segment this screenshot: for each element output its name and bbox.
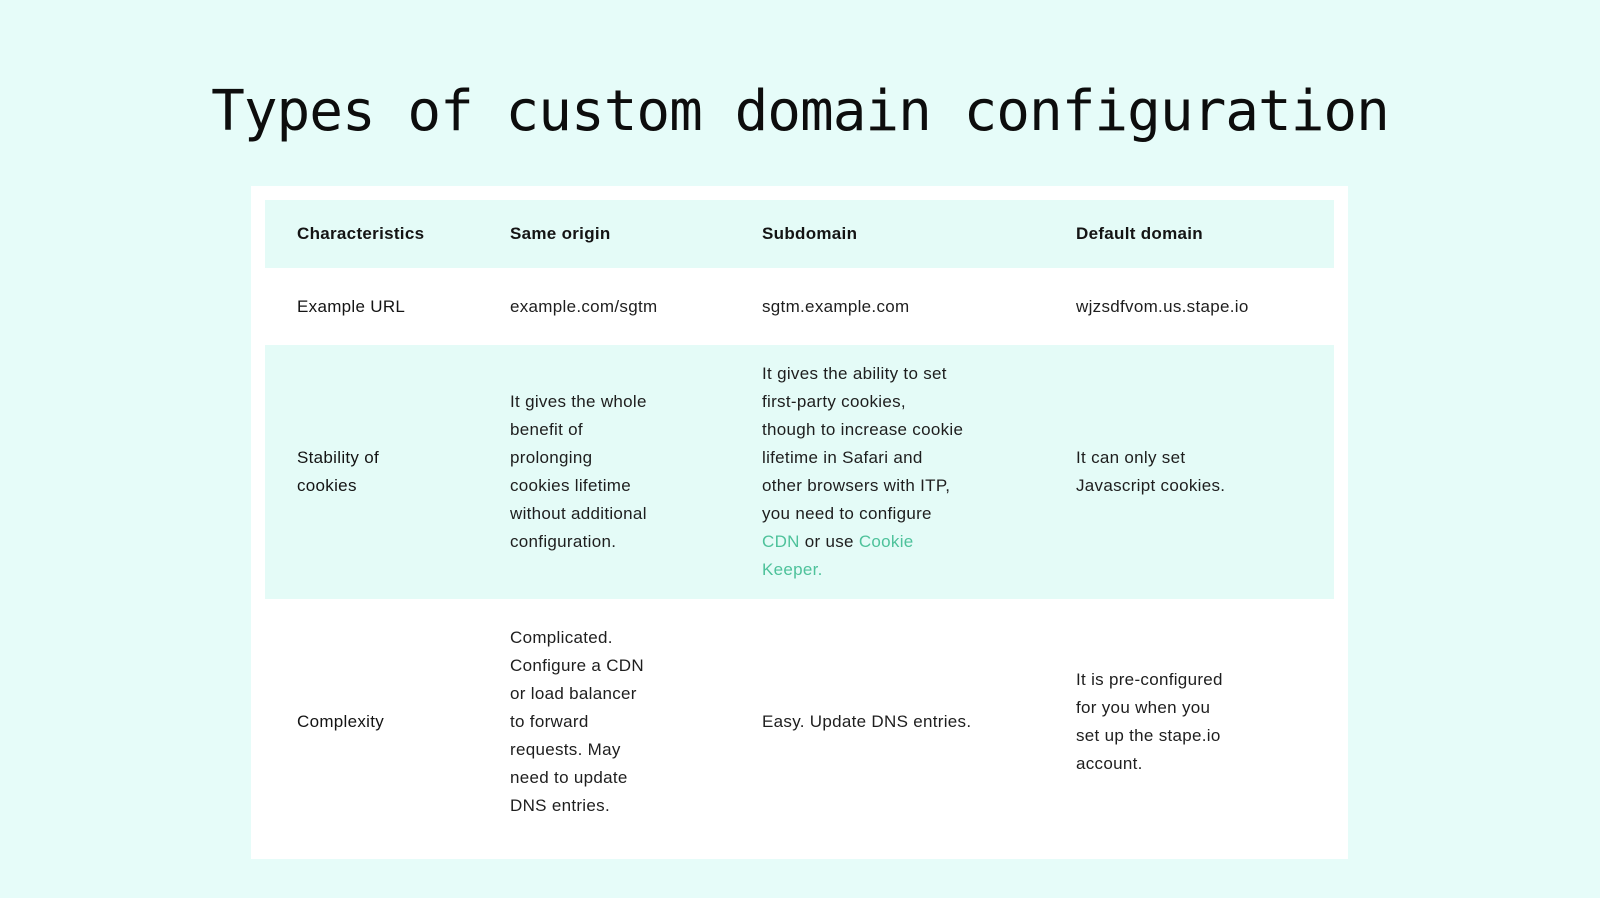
comparison-table: Characteristics Same origin Subdomain De…: [265, 200, 1334, 845]
row-label-complexity: Complexity: [297, 712, 385, 731]
table-row-stability-of-cookies: Stability of cookies It gives the whole …: [265, 345, 1334, 599]
cell-example-url-subdomain: sgtm.example.com: [762, 296, 910, 316]
cell-example-url-default-domain: wjzsdfvom.us.stape.io: [1076, 296, 1249, 316]
table-row-complexity: Complexity Complicated. Configure a CDN …: [265, 599, 1334, 845]
header-cell-subdomain: Subdomain: [762, 224, 858, 243]
row-label-stability-of-cookies: Stability of cookies: [297, 448, 380, 495]
text-segment: or use: [799, 532, 859, 551]
comparison-table-card: Characteristics Same origin Subdomain De…: [251, 186, 1348, 859]
cell-stability-same-origin: It gives the whole benefit of prolonging…: [510, 392, 647, 551]
header-cell-default-domain: Default domain: [1076, 224, 1203, 243]
cookie-keeper-link[interactable]: Cookie Keeper.: [762, 532, 914, 579]
header-cell-same-origin: Same origin: [510, 224, 611, 243]
cell-example-url-same-origin: example.com/sgtm: [510, 296, 658, 316]
table-row-example-url: Example URL example.com/sgtm sgtm.exampl…: [265, 268, 1334, 345]
cdn-link[interactable]: CDN: [762, 532, 800, 551]
cell-complexity-same-origin: Complicated. Configure a CDN or load bal…: [510, 628, 644, 815]
cell-stability-default-domain: It can only set Javascript cookies.: [1076, 448, 1226, 495]
row-label-example-url: Example URL: [297, 296, 406, 316]
cell-complexity-default-domain: It is pre-configured for you when you se…: [1076, 670, 1223, 773]
page-title: Types of custom domain configuration: [211, 79, 1390, 144]
table-header-row: Characteristics Same origin Subdomain De…: [265, 200, 1334, 268]
cell-complexity-subdomain: Easy. Update DNS entries.: [762, 712, 972, 731]
header-cell-characteristics: Characteristics: [297, 224, 425, 243]
cell-stability-subdomain: It gives the ability to set first-party …: [730, 345, 1044, 599]
text-segment: It gives the ability to set first-party …: [762, 364, 964, 523]
